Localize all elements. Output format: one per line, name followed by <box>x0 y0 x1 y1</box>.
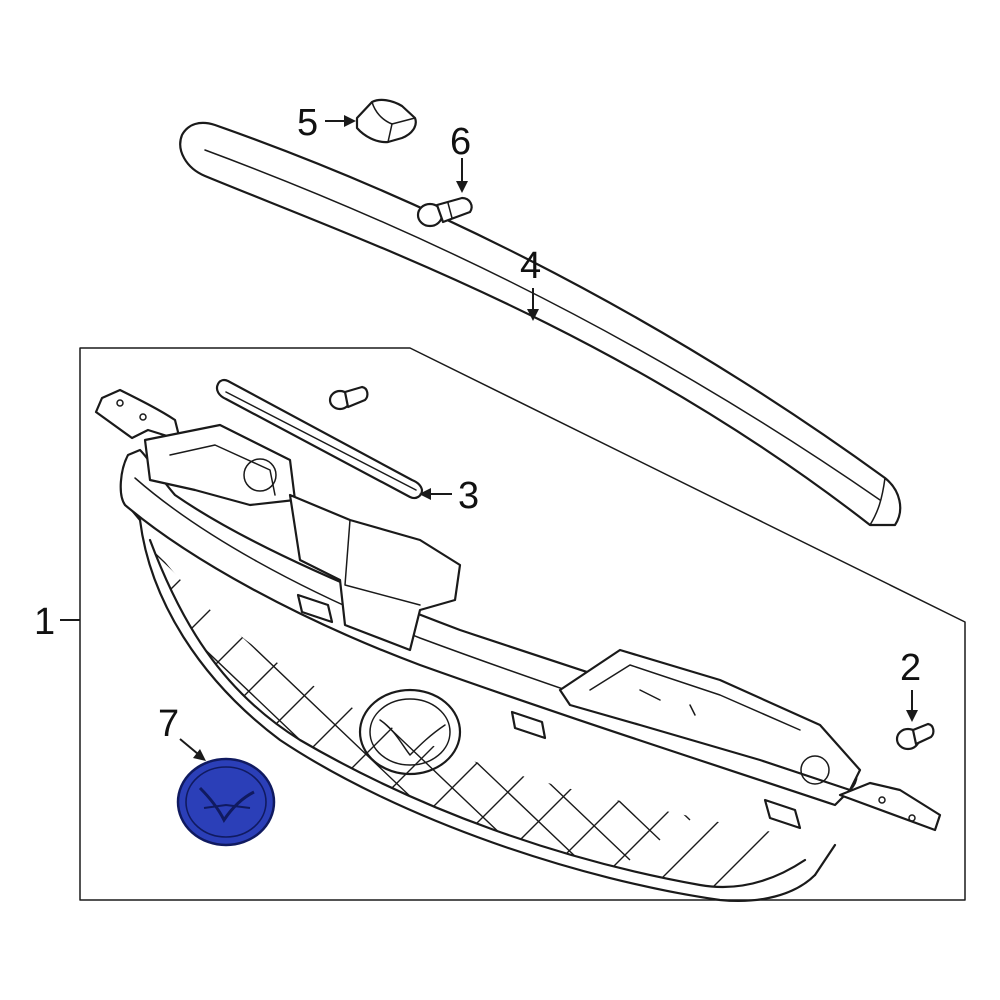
push-pin-upper <box>416 196 473 228</box>
seal-strip <box>215 378 424 500</box>
callout-6: 6 <box>450 121 471 163</box>
push-pin-frame <box>328 385 369 411</box>
upper-molding-strip <box>179 121 902 527</box>
clip-right <box>895 722 935 751</box>
callout-1: 1 <box>34 601 55 643</box>
callout-5: 5 <box>297 102 318 144</box>
callout-3: 3 <box>458 475 479 517</box>
assembly-frame <box>79 347 966 901</box>
emblem <box>176 757 276 847</box>
retainer-clip <box>355 98 417 144</box>
callout-7: 7 <box>158 703 179 745</box>
callout-4: 4 <box>520 245 541 287</box>
callout-arrows <box>60 115 918 761</box>
grille-assembly <box>94 388 942 903</box>
callout-2: 2 <box>900 647 921 689</box>
